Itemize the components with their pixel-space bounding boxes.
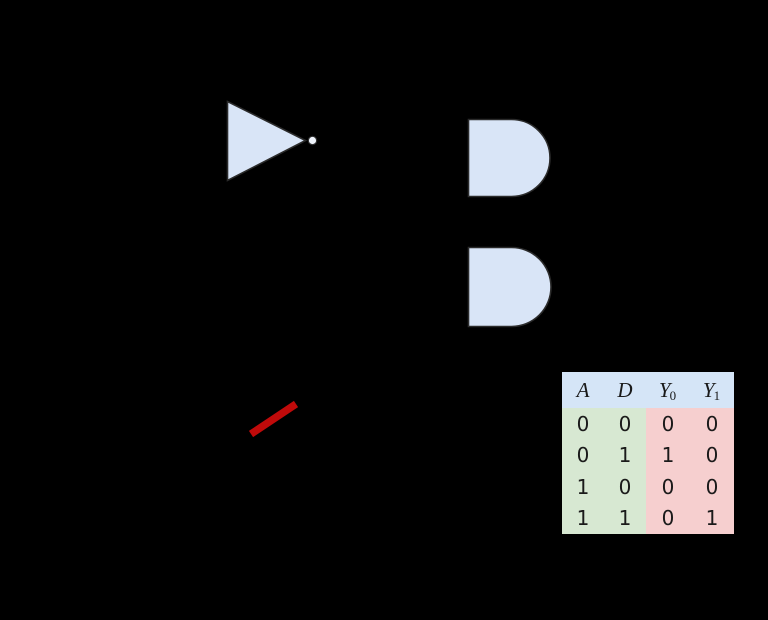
cell-a: 1 — [562, 502, 604, 534]
cell-y0: 0 — [646, 471, 690, 503]
column-header-y0: Y0 — [646, 372, 690, 408]
cell-d: 0 — [604, 408, 646, 440]
cell-y0: 0 — [646, 408, 690, 440]
not-gate-bubble-icon — [307, 135, 318, 146]
and-gate-1-body — [467, 246, 552, 328]
cell-a: 0 — [562, 439, 604, 471]
and-gate-0[interactable] — [467, 118, 551, 198]
column-header-d: D — [604, 372, 646, 408]
cell-y1: 1 — [690, 502, 734, 534]
cell-a: 1 — [562, 471, 604, 503]
column-header-y1-sub: 1 — [713, 387, 721, 403]
and-gate-0-body — [467, 118, 551, 198]
cell-y1: 0 — [690, 471, 734, 503]
table-row: 0 0 0 0 — [562, 408, 734, 440]
column-header-d-symbol: D — [617, 377, 633, 402]
column-header-a: A — [562, 372, 604, 408]
cell-y0: 0 — [646, 502, 690, 534]
cell-y1: 0 — [690, 439, 734, 471]
column-header-y0-sub: 0 — [669, 387, 677, 403]
table-row: 1 0 0 0 — [562, 471, 734, 503]
not-gate-triangle — [226, 100, 308, 182]
cell-d: 1 — [604, 439, 646, 471]
truth-table-header-row: A D Y0 Y1 — [562, 372, 734, 408]
column-header-a-symbol: A — [576, 377, 590, 402]
table-row: 1 1 0 1 — [562, 502, 734, 534]
cell-y1: 0 — [690, 408, 734, 440]
red-line — [248, 400, 299, 438]
column-header-y1: Y1 — [690, 372, 734, 408]
cell-a: 0 — [562, 408, 604, 440]
table-row: 0 1 1 0 — [562, 439, 734, 471]
cell-d: 0 — [604, 471, 646, 503]
and-gate-1[interactable] — [467, 246, 552, 328]
column-header-y1-symbol: Y — [702, 377, 715, 402]
not-gate[interactable] — [226, 100, 318, 182]
column-header-y0-symbol: Y — [658, 377, 671, 402]
truth-table: A D Y0 Y1 0 0 0 0 0 1 1 0 1 0 0 — [562, 372, 734, 534]
cell-y0: 1 — [646, 439, 690, 471]
cell-d: 1 — [604, 502, 646, 534]
